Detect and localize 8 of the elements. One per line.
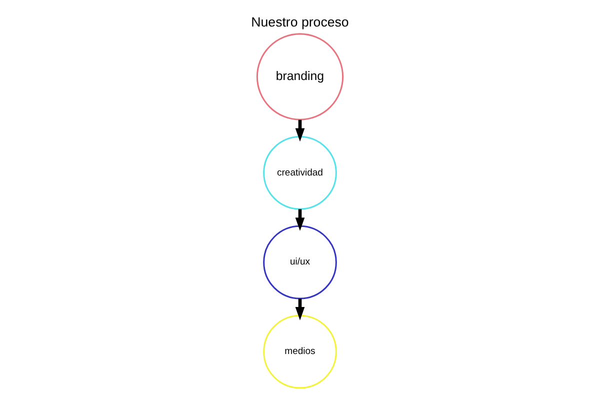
arrow xyxy=(295,120,305,142)
diagram-title: Nuestro proceso xyxy=(251,14,349,30)
arrow xyxy=(295,209,305,231)
node-circle: creatividad xyxy=(263,136,337,210)
arrow xyxy=(295,298,305,320)
node-circle: ui/ux xyxy=(263,225,337,300)
node-circle: branding xyxy=(256,33,344,120)
node-circle: medios xyxy=(263,314,337,389)
